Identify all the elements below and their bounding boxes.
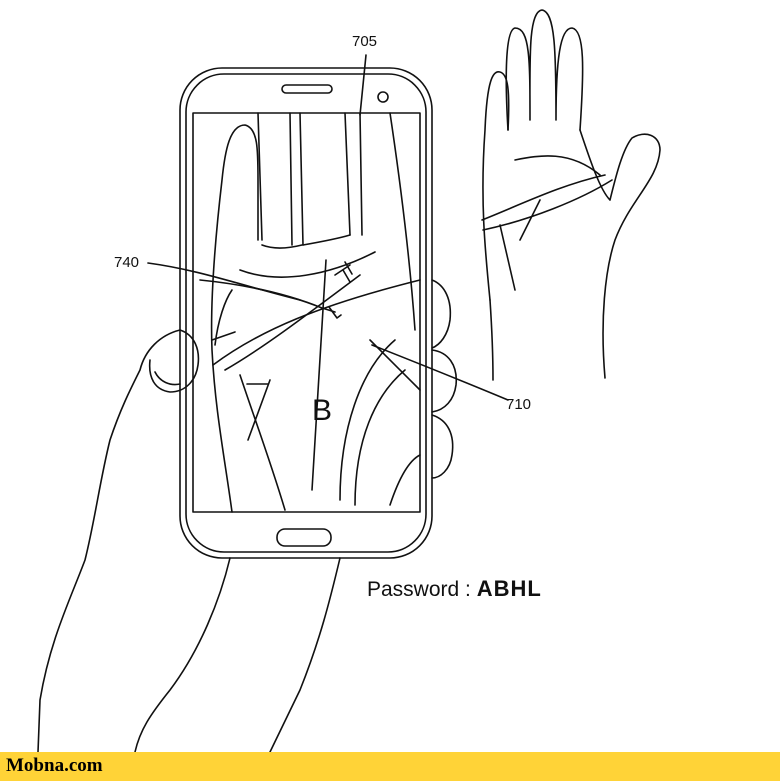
password-value: ABHL <box>476 576 542 601</box>
screen-palm: B <box>199 112 421 513</box>
leader-705 <box>359 54 367 116</box>
camera-icon <box>377 91 389 103</box>
holding-hand <box>37 279 457 753</box>
speaker-slot <box>281 84 333 94</box>
home-button <box>276 528 332 547</box>
reference-palm <box>481 9 661 381</box>
password-label: Password : <box>367 578 471 601</box>
phone <box>179 67 433 559</box>
leader-710 <box>371 344 509 401</box>
label-705: 705 <box>352 33 378 50</box>
leader-740 <box>147 262 301 301</box>
password-readout: Password : ABHL <box>367 576 542 602</box>
watermark-banner: Mobna.com <box>0 752 780 781</box>
label-740: 740 <box>114 254 140 271</box>
palm-letter-b: B <box>312 394 332 427</box>
label-710: 710 <box>506 396 532 413</box>
watermark-text: Mobna.com <box>6 755 103 776</box>
